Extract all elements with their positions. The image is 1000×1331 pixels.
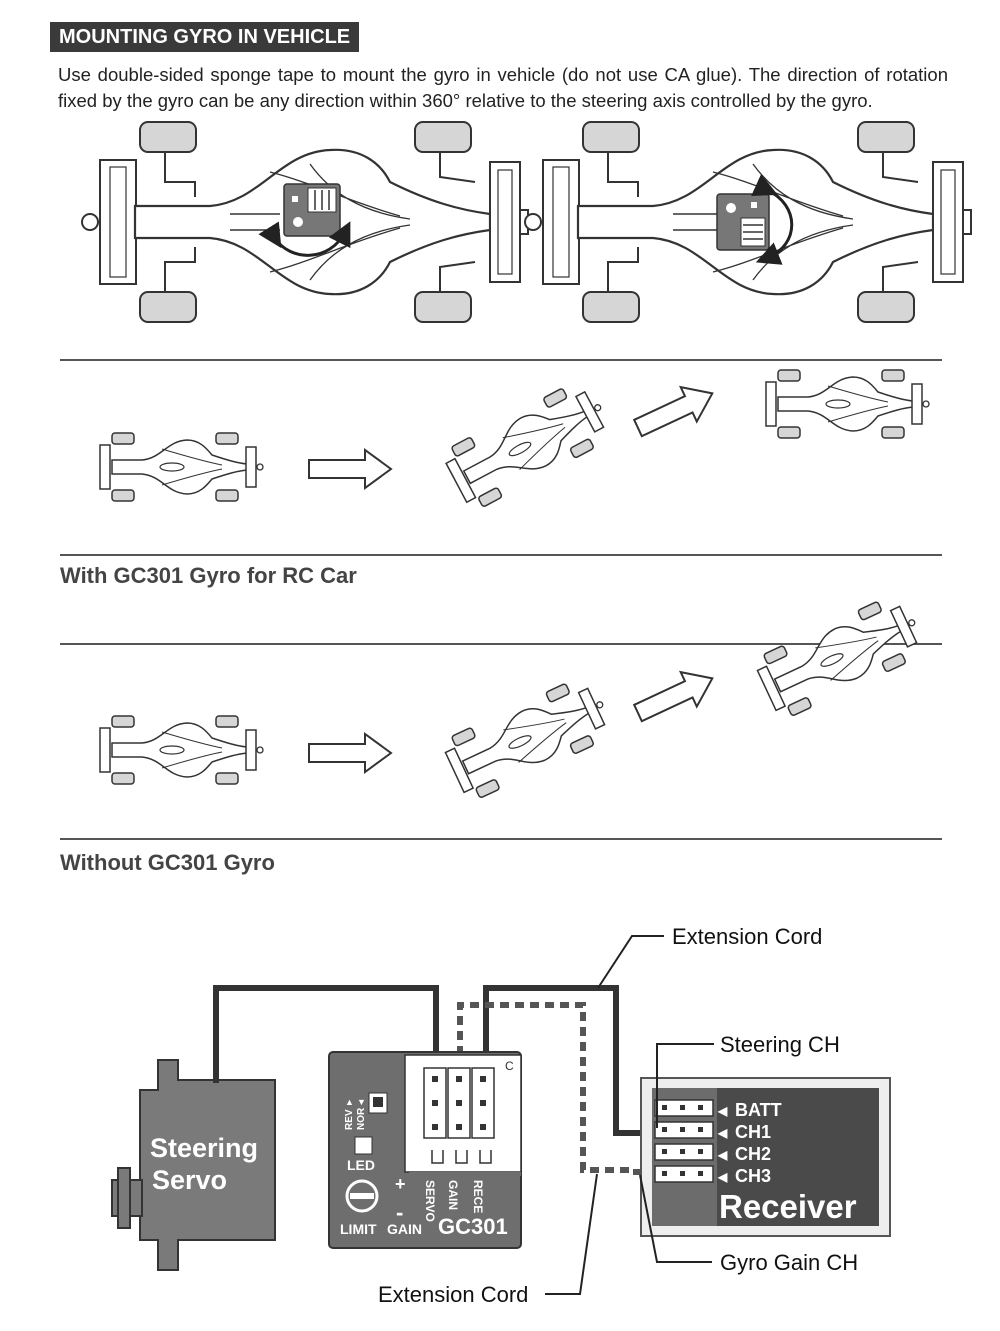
gain-wire <box>457 1002 655 1175</box>
arrow-right-icon <box>308 449 392 489</box>
svg-text:▲: ▲ <box>345 1097 354 1107</box>
extension-cord-top-label: Extension Cord <box>672 924 822 949</box>
car-icon <box>765 369 930 439</box>
limit-label: LIMIT <box>340 1221 377 1237</box>
port-label-rece: RECE <box>471 1180 485 1213</box>
gyro-module: C REV NOR ▲ ▼ LED + - LIMIT GAIN SERVO <box>328 1051 522 1249</box>
car-icon <box>439 375 618 514</box>
car-icon <box>439 671 618 804</box>
rev-label: REV <box>344 1109 355 1130</box>
svg-text:▼: ▼ <box>357 1097 366 1107</box>
receiver-port-batt: BATT <box>735 1100 782 1120</box>
car-icon <box>99 715 264 785</box>
caption-without-gyro: Without GC301 Gyro <box>60 850 275 875</box>
steering-servo: Steering Servo <box>111 1059 276 1271</box>
gyro-gain-ch-label: Gyro Gain CH <box>720 1250 858 1275</box>
svg-text:C: C <box>505 1059 514 1073</box>
port-label-servo: SERVO <box>423 1180 437 1222</box>
car-icon <box>99 432 264 502</box>
section-title: MOUNTING GYRO IN VEHICLE <box>50 22 360 52</box>
receiver-port-ch1: CH1 <box>735 1122 771 1142</box>
led-label: LED <box>347 1157 375 1173</box>
svg-text:◀: ◀ <box>717 1126 728 1140</box>
car-icon <box>751 589 930 722</box>
sequence-with-gyro <box>99 369 930 514</box>
caption-with-gyro: With GC301 Gyro for RC Car <box>60 563 357 588</box>
rotation-arrow-icon <box>258 221 351 257</box>
rotation-arrow-icon <box>751 174 794 265</box>
steering-wire <box>483 985 655 1136</box>
receiver-port-ch2: CH2 <box>735 1144 771 1164</box>
divider-3 <box>60 643 942 645</box>
divider-2 <box>60 554 942 556</box>
gain-label: GAIN <box>387 1221 422 1237</box>
svg-text:◀: ◀ <box>717 1104 728 1118</box>
receiver: ◀ ◀ ◀ ◀ BATT CH1 CH2 CH3 Receiver <box>640 1077 891 1237</box>
sequence-without-gyro <box>99 589 930 804</box>
mount-diagram-right <box>523 120 973 324</box>
nor-label: NOR <box>356 1107 367 1130</box>
port-label-gain: GAIN <box>446 1180 460 1210</box>
servo-wire <box>213 985 439 1083</box>
minus-label: - <box>396 1200 403 1225</box>
steering-ch-label: Steering CH <box>720 1032 840 1057</box>
mount-diagram-left <box>80 120 530 324</box>
servo-label-line2: Servo <box>152 1165 227 1195</box>
servo-label-line1: Steering <box>150 1133 258 1163</box>
plus-label: + <box>395 1174 406 1194</box>
extension-cord-bottom-label: Extension Cord <box>378 1282 528 1307</box>
divider-4 <box>60 838 942 840</box>
arrow-right-icon <box>628 375 722 447</box>
svg-text:◀: ◀ <box>717 1170 728 1184</box>
svg-text:◀: ◀ <box>717 1148 728 1162</box>
arrow-right-icon <box>308 733 392 773</box>
receiver-label: Receiver <box>719 1188 857 1225</box>
receiver-port-ch3: CH3 <box>735 1166 771 1186</box>
arrow-right-icon <box>628 660 722 732</box>
gyro-model-label: GC301 <box>438 1214 508 1239</box>
intro-paragraph: Use double-sided sponge tape to mount th… <box>58 64 948 111</box>
divider-1 <box>60 359 942 361</box>
